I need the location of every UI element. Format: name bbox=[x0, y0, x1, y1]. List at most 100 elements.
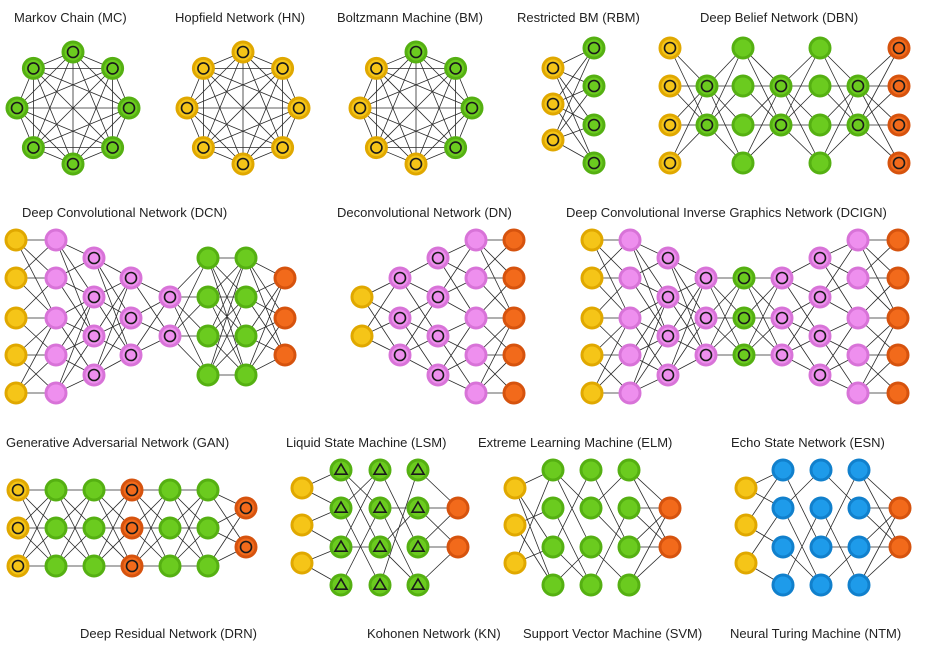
esn-node bbox=[809, 535, 833, 559]
esn-edge bbox=[858, 507, 901, 586]
hn-edge bbox=[203, 68, 283, 148]
title-esn: Echo State Network (ESN) bbox=[731, 435, 885, 450]
hn-edge bbox=[242, 51, 283, 148]
mc-edge bbox=[33, 51, 74, 148]
dn-node bbox=[464, 381, 488, 405]
elm-node bbox=[579, 496, 603, 520]
dcign-edge bbox=[667, 277, 707, 337]
dcn-edge bbox=[207, 296, 247, 376]
dcign-node bbox=[580, 381, 604, 405]
elm-node bbox=[541, 573, 565, 597]
dcn-node bbox=[119, 306, 143, 330]
rbm-edge bbox=[552, 103, 595, 164]
rbm-node bbox=[582, 151, 606, 175]
dcn-edge bbox=[130, 277, 171, 337]
gan-node bbox=[44, 478, 68, 502]
bm-edge bbox=[376, 68, 417, 165]
lsm-node bbox=[329, 496, 353, 520]
dn-node bbox=[426, 285, 450, 309]
dn-edge bbox=[475, 317, 515, 394]
title-ntm: Neural Turing Machine (NTM) bbox=[730, 626, 901, 641]
dcn-node bbox=[82, 246, 106, 270]
elm-node bbox=[617, 535, 641, 559]
elm-node bbox=[503, 551, 527, 575]
elm-node bbox=[579, 535, 603, 559]
elm-node bbox=[579, 573, 603, 597]
dcign-node bbox=[694, 343, 718, 367]
elm-node bbox=[658, 535, 682, 559]
mc-node bbox=[61, 40, 85, 64]
dbn-node bbox=[731, 74, 755, 98]
dn-node bbox=[350, 324, 374, 348]
dn-edge bbox=[361, 277, 401, 337]
dbn-edge bbox=[706, 47, 744, 126]
gan-node bbox=[6, 516, 30, 540]
dbn-node bbox=[808, 74, 832, 98]
dn-node bbox=[388, 266, 412, 290]
dcign-edge bbox=[667, 277, 707, 376]
title-dcign: Deep Convolutional Inverse Graphics Netw… bbox=[566, 205, 887, 220]
dcign-node bbox=[656, 363, 680, 387]
bm-edge bbox=[359, 68, 456, 109]
esn-node bbox=[734, 513, 758, 537]
mc-edge bbox=[16, 107, 74, 165]
esn-node bbox=[847, 535, 871, 559]
lsm-edge bbox=[340, 469, 381, 548]
dcn-edge bbox=[15, 239, 57, 319]
mc-node bbox=[61, 152, 85, 176]
bm-edge bbox=[359, 107, 456, 148]
dn-node bbox=[502, 306, 526, 330]
dn-edge bbox=[399, 277, 439, 337]
dcign-node bbox=[580, 343, 604, 367]
gan-node bbox=[44, 516, 68, 540]
esn-node bbox=[888, 496, 912, 520]
title-rbm: Restricted BM (RBM) bbox=[517, 10, 640, 25]
dbn-edge bbox=[669, 47, 708, 126]
dn-edge bbox=[437, 257, 477, 319]
elm-edge bbox=[514, 487, 554, 586]
dn-node bbox=[464, 266, 488, 290]
rbm-node bbox=[582, 36, 606, 60]
dn-node bbox=[426, 324, 450, 348]
dcign-node bbox=[580, 306, 604, 330]
rbm-node bbox=[541, 128, 565, 152]
dbn-edge bbox=[742, 47, 782, 126]
dcn-node bbox=[44, 306, 68, 330]
elm-node bbox=[658, 496, 682, 520]
esn-node bbox=[847, 573, 871, 597]
lsm-edge bbox=[340, 507, 381, 586]
mc-node bbox=[21, 136, 45, 160]
mc-edge bbox=[33, 68, 74, 165]
dcign-node bbox=[886, 381, 910, 405]
elm-node bbox=[541, 496, 565, 520]
elm-node bbox=[617, 496, 641, 520]
dbn-node bbox=[658, 151, 682, 175]
dbn-edge bbox=[780, 47, 821, 126]
dcign-edge bbox=[591, 239, 631, 319]
bm-node bbox=[444, 136, 468, 160]
dcn-node bbox=[234, 363, 258, 387]
dcign-node bbox=[846, 306, 870, 330]
dcn-edge bbox=[55, 277, 95, 337]
dcign-node bbox=[732, 306, 756, 330]
dbn-node bbox=[887, 74, 911, 98]
gan-edge bbox=[207, 507, 247, 567]
mc-node bbox=[101, 56, 125, 80]
dcign-node bbox=[694, 266, 718, 290]
dcign-edge bbox=[857, 317, 899, 394]
dn-node bbox=[388, 343, 412, 367]
lsm-node bbox=[368, 496, 392, 520]
dcn-edge bbox=[55, 296, 95, 394]
dbn-node bbox=[658, 36, 682, 60]
bm-edge bbox=[415, 51, 456, 148]
lsm-edge bbox=[379, 469, 419, 548]
dbn-node bbox=[887, 113, 911, 137]
dcn-node bbox=[82, 363, 106, 387]
dn-node bbox=[426, 363, 450, 387]
dn-node bbox=[502, 228, 526, 252]
hn-edge bbox=[186, 68, 283, 109]
dcign-edge bbox=[819, 257, 859, 319]
dcn-node bbox=[273, 266, 297, 290]
rbm-edge bbox=[552, 47, 595, 105]
gan-node bbox=[6, 554, 30, 578]
